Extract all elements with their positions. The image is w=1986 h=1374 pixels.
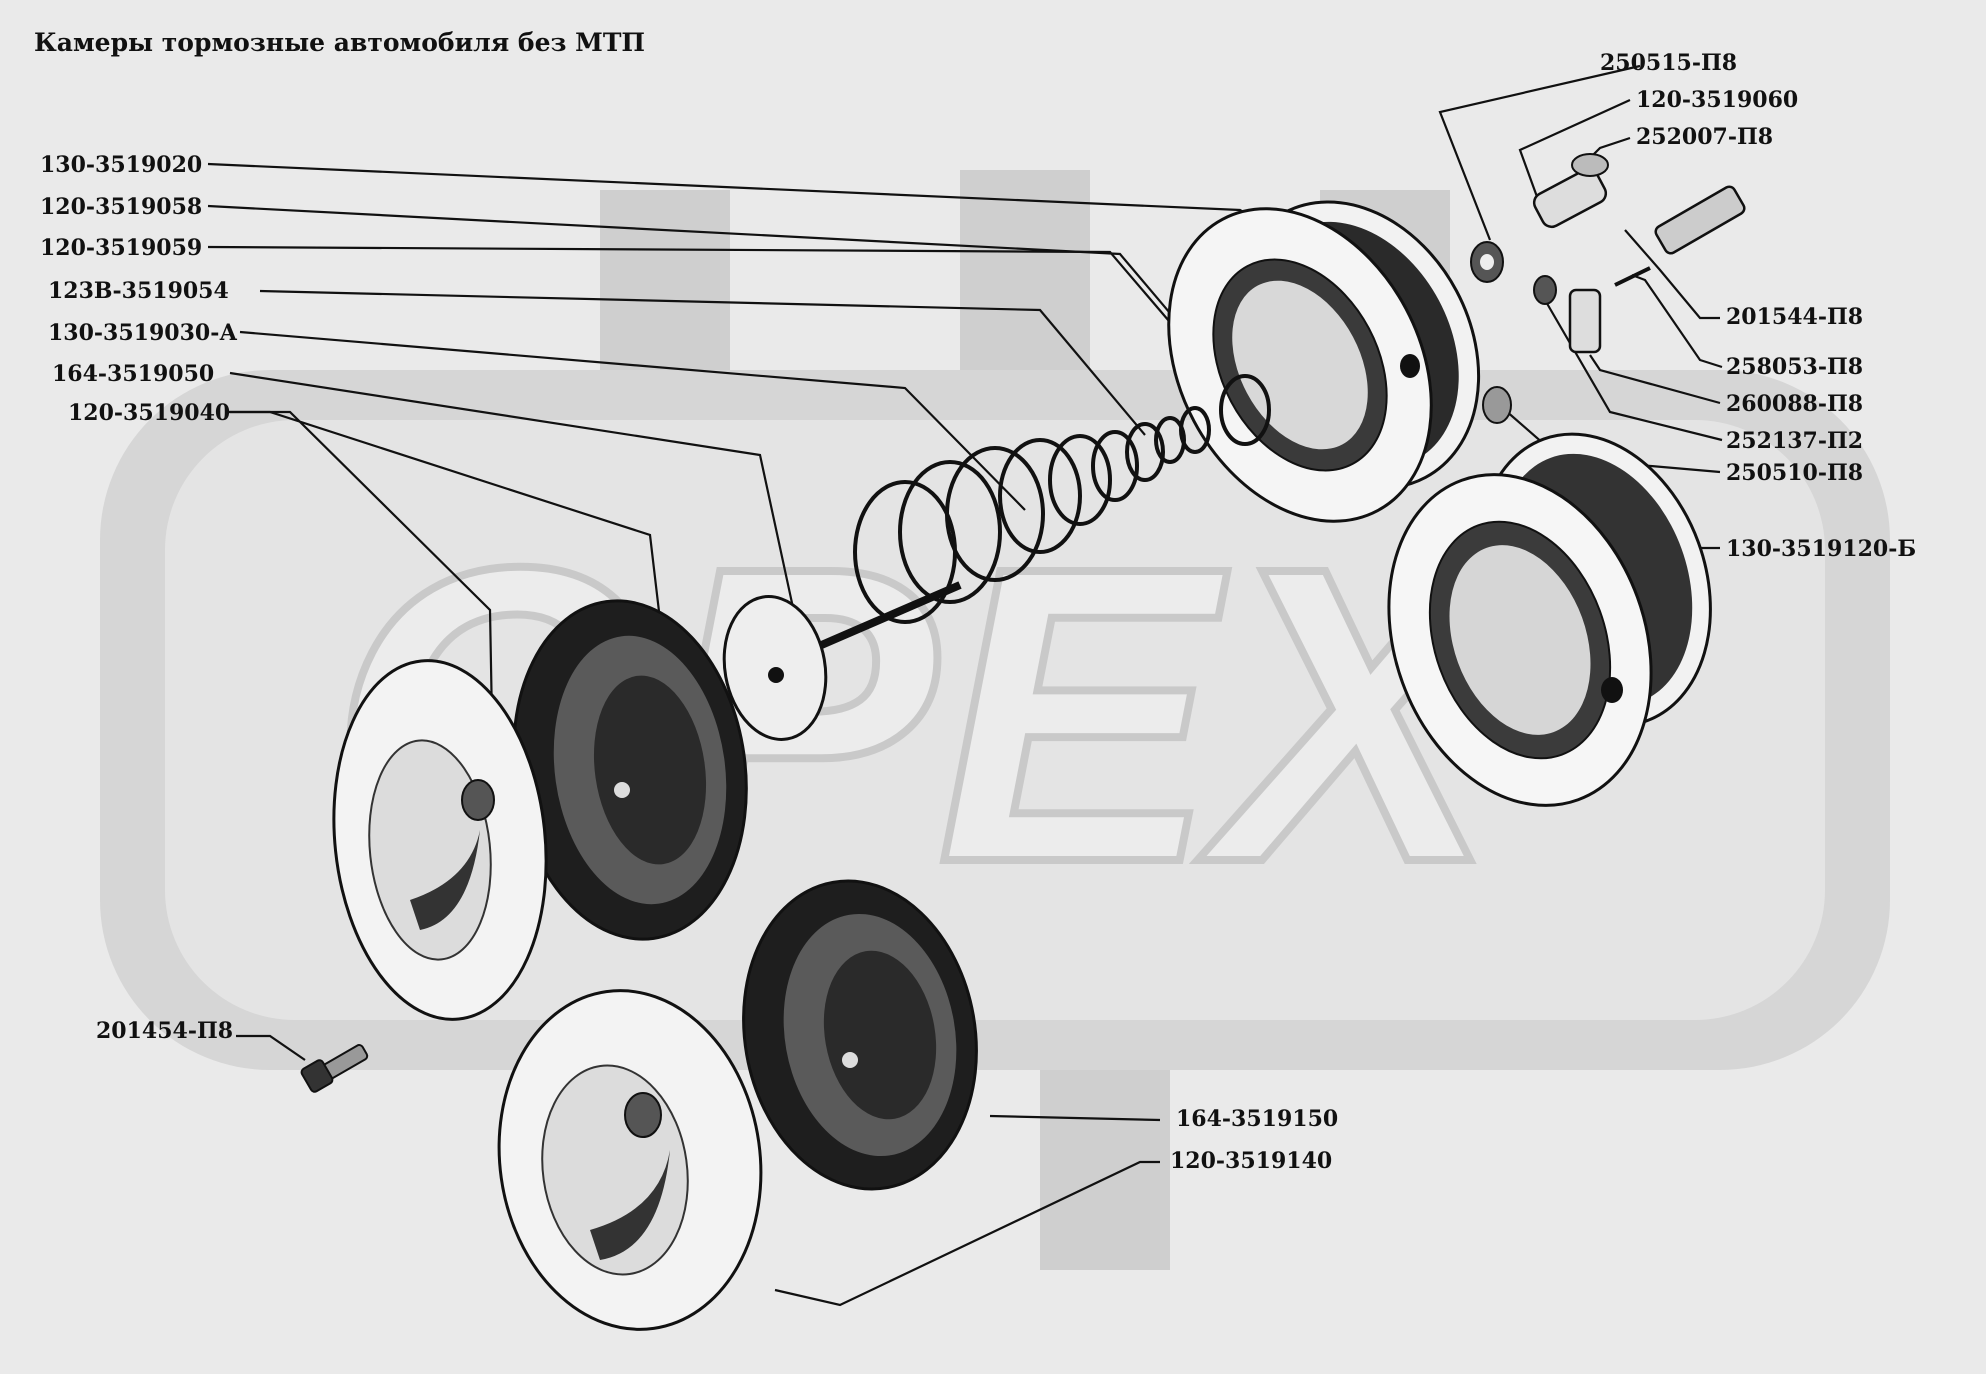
flange-housing-top	[1167, 200, 1481, 523]
label-250515-p8: 250515-П8	[1600, 50, 1738, 76]
label-258053-p8: 258053-П8	[1726, 354, 1864, 380]
cover-lower	[497, 989, 763, 1331]
label-250510-p8: 250510-П8	[1726, 460, 1864, 486]
diaphragm-lower	[742, 879, 978, 1191]
page-title: Камеры тормозные автомобиля без МТП	[34, 28, 646, 57]
cover-left	[332, 659, 548, 1021]
label-201454-p8: 201454-П8	[96, 1018, 234, 1044]
label-260088-p8: 260088-П8	[1726, 391, 1864, 417]
label-120-3519140: 120-3519140	[1170, 1148, 1333, 1174]
diaphragm-upper	[512, 599, 748, 941]
label-164-3519050: 164-3519050	[52, 361, 215, 387]
label-201544-p8: 201544-П8	[1726, 304, 1864, 330]
label-123v-3519054: 123В-3519054	[48, 278, 229, 304]
label-120-3519060: 120-3519060	[1636, 87, 1799, 113]
flange-housing-right	[1387, 432, 1712, 807]
spring-pushrod	[808, 374, 1271, 654]
fasteners-top-right	[1470, 153, 1746, 424]
label-130-3519020: 130-3519020	[40, 152, 203, 178]
label-120-3519059: 120-3519059	[40, 235, 203, 261]
label-164-3519150: 164-3519150	[1176, 1106, 1339, 1132]
label-252137-p2: 252137-П2	[1726, 428, 1864, 454]
label-120-3519058: 120-3519058	[40, 194, 203, 220]
diaphragm-plate	[722, 595, 828, 741]
bolt-small	[300, 1044, 369, 1093]
label-120-3519040: 120-3519040	[68, 400, 231, 426]
label-252007-p8: 252007-П8	[1636, 124, 1774, 150]
label-130-3519120-b: 130-3519120-Б	[1726, 536, 1917, 562]
label-130-3519030-a: 130-3519030-А	[48, 320, 238, 346]
